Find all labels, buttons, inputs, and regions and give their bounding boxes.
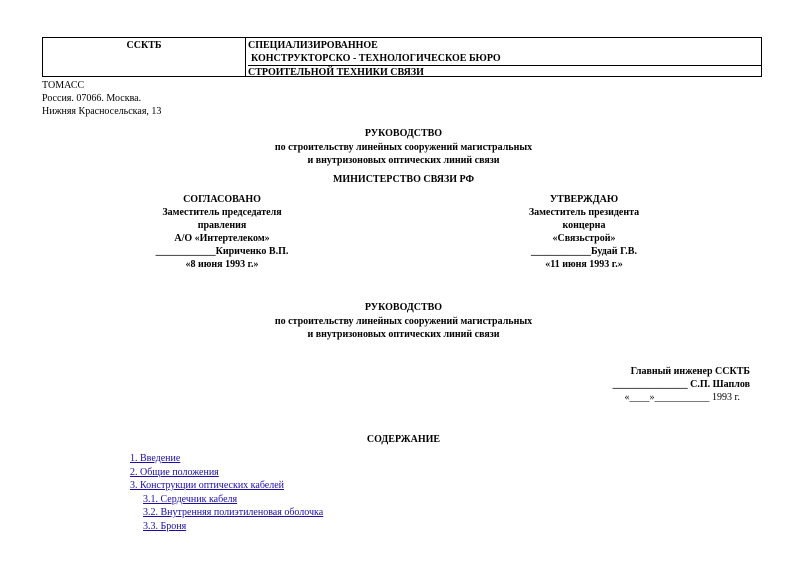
agreed-date: «8 июня 1993 г.» xyxy=(185,259,259,270)
chief-engineer-signer: _______________ С.П. Шаплов xyxy=(612,379,750,390)
address-line-1: ТОМАСС xyxy=(42,80,85,91)
address-block: ТОМАСС Россия. 07066. Москва. Нижняя Кра… xyxy=(42,79,161,118)
address-line-3: Нижняя Красносельская, 13 xyxy=(42,106,162,117)
approved-line-1: Заместитель президента xyxy=(528,207,640,218)
toc-link-armor[interactable]: 3.3. Броня xyxy=(143,520,187,532)
document-title-2: РУКОВОДСТВО xyxy=(364,302,443,313)
toc-link-cable-designs[interactable]: 3. Конструкции оптических кабелей xyxy=(130,480,284,492)
org-short-name: ССКТБ xyxy=(43,38,246,76)
org-full-line-3: СТРОИТЕЛЬНОЙ ТЕХНИКИ СВЯЗИ xyxy=(248,65,761,78)
toc-link-general-provisions[interactable]: 2. Общие положения xyxy=(130,466,219,478)
chief-engineer-block: Главный инженер ССКТБ _______________ С.… xyxy=(560,365,750,404)
header-table: ССКТБ СПЕЦИАЛИЗИРОВАННОЕ КОНСТРУКТОРСКО … xyxy=(42,37,762,78)
chief-engineer-date: «____»___________ 1993 г. xyxy=(624,392,740,403)
address-line-2: Россия. 07066. Москва. xyxy=(42,93,142,104)
agreed-line-1: Заместитель председателя xyxy=(162,207,282,218)
toc-link-introduction[interactable]: 1. Введение xyxy=(130,453,181,464)
document-subtitle-2: и внутризоновых оптических линий связи xyxy=(307,155,500,166)
approved-signer: ____________Будай Г.В. xyxy=(531,246,637,257)
approved-date: «11 июня 1993 г.» xyxy=(545,259,623,270)
document-subtitle-2-2: и внутризоновых оптических линий связи xyxy=(307,329,500,340)
approved-block: УТВЕРЖДАЮ Заместитель президента концерн… xyxy=(454,193,714,271)
document-title: РУКОВОДСТВО xyxy=(364,128,443,139)
approved-heading: УТВЕРЖДАЮ xyxy=(549,194,619,205)
table-of-contents: 1. Введение 2. Общие положения 3. Констр… xyxy=(130,452,323,534)
agreed-line-3: А/О «Интертелеком» xyxy=(174,233,270,244)
approved-line-3: «Связьстрой» xyxy=(552,233,616,244)
agreed-line-2: правления xyxy=(197,220,247,231)
agreed-heading: СОГЛАСОВАНО xyxy=(183,194,261,205)
document-subtitle-2-1: по строительству линейных сооружений маг… xyxy=(274,316,533,327)
org-full-line-2: КОНСТРУКТОРСКО - ТЕХНОЛОГИЧЕСКОЕ БЮРО xyxy=(251,53,501,64)
agreed-block: СОГЛАСОВАНО Заместитель председателя пра… xyxy=(92,193,352,271)
approved-line-2: концерна xyxy=(562,220,606,231)
ministry-name: МИНИСТЕРСТВО СВЯЗИ РФ xyxy=(332,174,475,185)
toc-link-cable-core[interactable]: 3.1. Сердечник кабеля xyxy=(143,493,238,505)
org-full-line-1: СПЕЦИАЛИЗИРОВАННОЕ xyxy=(248,40,378,51)
chief-engineer-position: Главный инженер ССКТБ xyxy=(630,366,750,377)
document-subtitle-1: по строительству линейных сооружений маг… xyxy=(274,142,533,153)
contents-heading: СОДЕРЖАНИЕ xyxy=(366,434,441,445)
org-full-name: СПЕЦИАЛИЗИРОВАННОЕ КОНСТРУКТОРСКО - ТЕХН… xyxy=(248,38,761,78)
toc-link-inner-sheath[interactable]: 3.2. Внутренняя полиэтиленовая оболочка xyxy=(143,507,324,519)
agreed-signer: ____________Кириченко В.П. xyxy=(155,246,289,257)
